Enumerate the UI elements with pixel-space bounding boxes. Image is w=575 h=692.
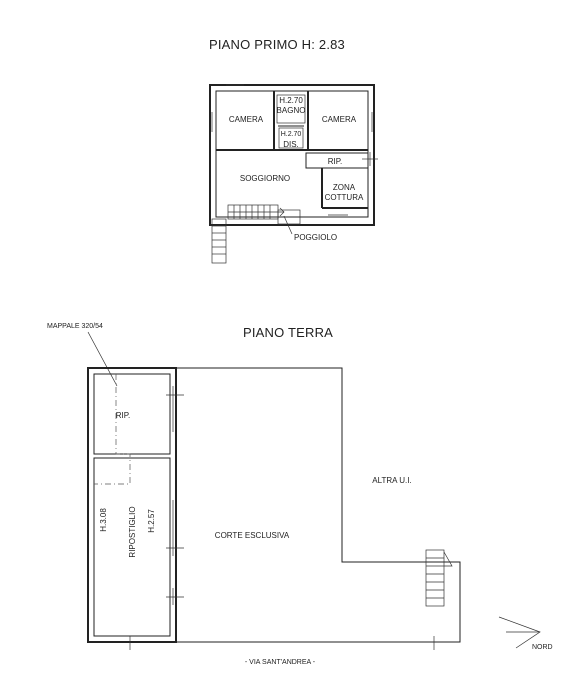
ground-stair bbox=[425, 549, 453, 607]
label-h-left: H.3.08 bbox=[99, 508, 108, 532]
poggiolo-leader bbox=[283, 215, 293, 235]
bagno-box bbox=[276, 94, 306, 124]
ground-floor-title: PIANO TERRA bbox=[243, 325, 333, 340]
label-street: - VIA SANT'ANDREA - bbox=[245, 659, 316, 666]
label-altra-ui: ALTRA U.I. bbox=[372, 476, 411, 485]
label-h-right: H.2.57 bbox=[147, 509, 156, 533]
first-floor-outer-wall bbox=[209, 84, 375, 226]
label-dis: DIS. bbox=[283, 140, 299, 149]
lot-outline bbox=[87, 367, 461, 643]
label-poggiolo: POGGIOLO bbox=[294, 233, 337, 242]
ripostiglio-room bbox=[93, 457, 171, 637]
poggiolo-outline bbox=[277, 209, 301, 225]
label-camera-left: CAMERA bbox=[229, 115, 264, 124]
rip-room bbox=[305, 152, 369, 169]
mappale-leader bbox=[87, 331, 118, 387]
label-cottura: COTTURA bbox=[325, 193, 364, 202]
outdoor-stair bbox=[211, 218, 227, 264]
storage-building-outer bbox=[87, 367, 177, 643]
ground-floor-plan: RIP. H.3.08 RIPOSTIGLIO H.2.57 CORTE ESC… bbox=[87, 367, 461, 666]
label-soggiorno: SOGGIORNO bbox=[240, 174, 290, 183]
rip-room-ground bbox=[93, 373, 171, 455]
label-rip-ground: RIP. bbox=[116, 411, 131, 420]
first-floor-title: PIANO PRIMO H: 2.83 bbox=[209, 37, 345, 52]
label-mappale: MAPPALE 320/54 bbox=[47, 323, 103, 330]
label-ripostiglio: RIPOSTIGLIO bbox=[128, 506, 137, 557]
label-rip-first-floor: RIP. bbox=[328, 157, 343, 166]
dis-box bbox=[278, 127, 304, 149]
label-bagno-height: H.2.70 bbox=[279, 96, 303, 105]
label-corte-esclusiva: CORTE ESCLUSIVA bbox=[215, 531, 290, 540]
label-nord: NORD bbox=[532, 644, 553, 651]
label-zona: ZONA bbox=[333, 183, 356, 192]
label-bagno: BAGNO bbox=[277, 106, 306, 115]
north-arrow bbox=[498, 616, 541, 649]
parcel-boundary bbox=[94, 374, 131, 485]
first-floor-plan: CAMERA H.2.70 BAGNO CAMERA H.2.70 DIS. R… bbox=[209, 84, 378, 264]
label-camera-right: CAMERA bbox=[322, 115, 357, 124]
label-dis-height: H.2.70 bbox=[281, 131, 302, 138]
